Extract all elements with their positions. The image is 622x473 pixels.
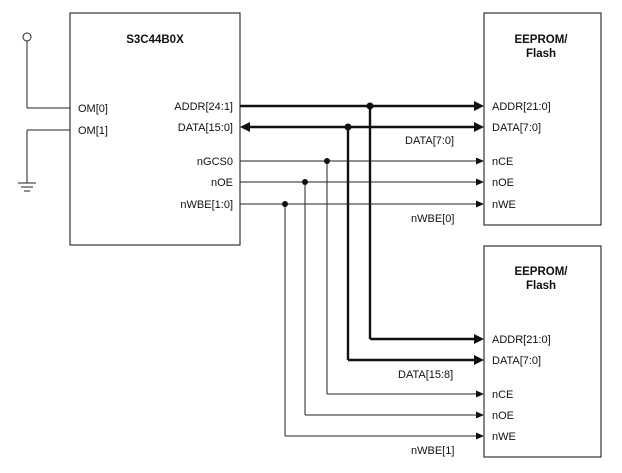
addr-bus <box>240 101 484 344</box>
nwbe-wire <box>240 200 484 440</box>
mem-bottom-noe-label: nOE <box>492 410 514 422</box>
wire-data-high-label: DATA[15:8] <box>398 369 453 381</box>
ground-icon <box>18 182 36 192</box>
mem-bottom-nce-label: nCE <box>492 389 513 401</box>
noe-wire <box>240 178 484 419</box>
data-bus <box>240 122 484 365</box>
noe-junction-dot <box>302 179 308 185</box>
ngcs-junction-dot <box>324 158 330 164</box>
cpu-ngcs-label: nGCS0 <box>197 156 233 168</box>
cpu-title: S3C44B0X <box>126 34 184 46</box>
cpu-om1-label: OM[1] <box>78 125 108 137</box>
data-junction-dot <box>344 123 352 131</box>
mem-top-title-line1: EEPROM/ <box>514 34 568 46</box>
cpu-noe-label: nOE <box>211 177 233 189</box>
wire-data-low-label: DATA[7:0] <box>405 135 454 147</box>
om-wiring <box>18 32 70 192</box>
mem-bottom-addr-label: ADDR[21:0] <box>492 334 551 346</box>
cpu-box <box>69 12 241 246</box>
ngcs-wire <box>240 157 484 398</box>
mem-top-nce-label: nCE <box>492 156 513 168</box>
mem-top-nwe-label: nWE <box>492 199 516 211</box>
mem-bottom-title-line2: Flash <box>526 280 556 292</box>
mem-bottom-nwe-label: nWE <box>492 431 516 443</box>
cpu-nwbe-label: nWBE[1:0] <box>180 199 233 211</box>
memory-top-box <box>483 12 602 226</box>
wire-nwbe1-label: nWBE[1] <box>411 445 454 457</box>
mem-bottom-data-label: DATA[7:0] <box>492 355 541 367</box>
addr-junction-dot <box>366 102 374 110</box>
mem-top-addr-label: ADDR[21:0] <box>492 101 551 113</box>
mem-top-data-label: DATA[7:0] <box>492 122 541 134</box>
memory-bottom-box <box>483 245 602 458</box>
mem-top-noe-label: nOE <box>492 177 514 189</box>
pullup-terminal-icon <box>22 32 32 42</box>
cpu-data-label: DATA[15:0] <box>178 122 233 134</box>
wire-nwbe0-label: nWBE[0] <box>411 213 454 225</box>
mem-top-title-line2: Flash <box>526 48 556 60</box>
mem-bottom-title-line1: EEPROM/ <box>514 266 568 278</box>
cpu-addr-label: ADDR[24:1] <box>174 101 233 113</box>
nwbe-junction-dot <box>282 201 288 207</box>
cpu-om0-label: OM[0] <box>78 103 108 115</box>
